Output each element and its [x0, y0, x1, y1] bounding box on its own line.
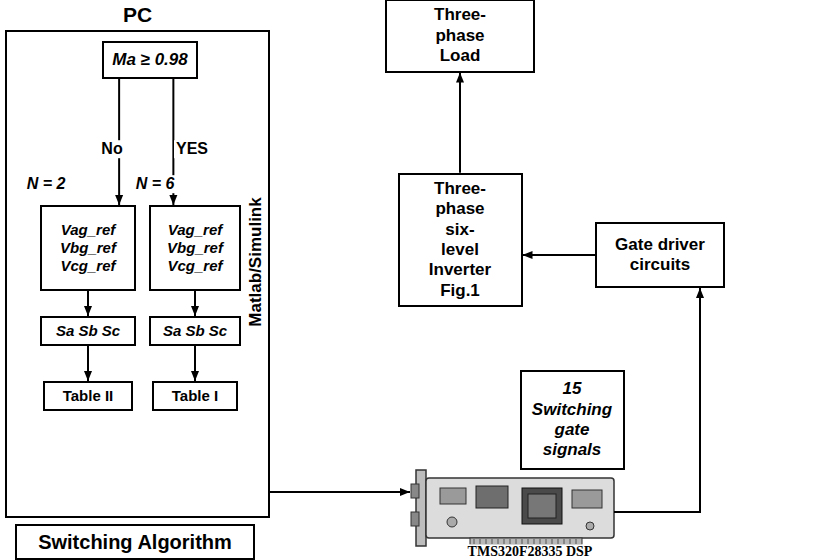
algorithm-caption-box: Switching Algorithm [15, 524, 255, 560]
switching-state-box: Sa Sb Sc [149, 316, 241, 346]
connector-arrow [194, 346, 196, 381]
connector-finger [504, 539, 505, 544]
level-label: N = 2 [25, 175, 68, 193]
table-box: Table I [152, 381, 238, 411]
connector-finger [480, 539, 481, 544]
connector-finger [558, 539, 559, 544]
box-text: Ma ≥ 0.98 [112, 50, 187, 70]
connector-finger [576, 539, 577, 544]
signal-wire [270, 491, 410, 493]
box-text: Three-phase six-level Inverter Fig.1 [429, 179, 491, 301]
load-box: Three-phase Load [385, 0, 535, 73]
connector-finger [570, 539, 571, 544]
box-text: 15 Switching gate signals [532, 379, 612, 461]
box-text: Table II [63, 387, 114, 405]
connector-finger [528, 539, 529, 544]
connector-arrow [87, 291, 89, 316]
branch-label: No [99, 140, 124, 158]
connector-finger [486, 539, 487, 544]
inverter-box: Three-phase six-level Inverter Fig.1 [398, 173, 523, 307]
signal-note-box: 15 Switching gate signals [520, 370, 625, 470]
device-label: TMS320F28335 DSP [466, 544, 595, 559]
connector-arrow [194, 291, 196, 316]
box-text: Vag_ref Vbg_ref Vcg_ref [167, 221, 223, 275]
connector-arrow [87, 346, 89, 381]
connector-arrow [459, 73, 461, 173]
box-text: Sa Sb Sc [163, 322, 227, 340]
box-text: Gate driver circuits [605, 235, 715, 276]
box-text: Three-phase Load [434, 5, 486, 66]
box-text: Vag_ref Vbg_ref Vcg_ref [60, 221, 116, 275]
frame-heading: PC [7, 2, 268, 27]
pc-frame: PCMa ≥ 0.98Vag_ref Vbg_ref Vcg_refVag_re… [5, 30, 270, 518]
tool-label: Matlab/Simulink [247, 195, 266, 328]
connector-finger [474, 539, 475, 544]
level-label: N = 6 [134, 175, 177, 193]
connector-finger [564, 539, 565, 544]
connector-finger [492, 539, 493, 544]
connector-finger [546, 539, 547, 544]
signal-wire [614, 288, 700, 512]
reference-box: Vag_ref Vbg_ref Vcg_ref [40, 205, 136, 291]
decision-box: Ma ≥ 0.98 [102, 41, 197, 79]
connector-finger [516, 539, 517, 544]
box-text: Switching Algorithm [38, 530, 232, 554]
connector-finger [510, 539, 511, 544]
box-text: Table I [172, 387, 218, 405]
connector-finger [498, 539, 499, 544]
reference-box: Vag_ref Vbg_ref Vcg_ref [149, 205, 241, 291]
gate-driver-box: Gate driver circuits [595, 222, 725, 288]
connector-finger [552, 539, 553, 544]
connector-arrow [523, 254, 596, 256]
switching-state-box: Sa Sb Sc [40, 316, 136, 346]
table-box: Table II [43, 381, 133, 411]
box-text: Sa Sb Sc [56, 322, 120, 340]
connector-finger [522, 539, 523, 544]
branch-label: YES [174, 140, 210, 158]
dsp-card [411, 470, 614, 546]
connector-finger [540, 539, 541, 544]
connector-finger [534, 539, 535, 544]
